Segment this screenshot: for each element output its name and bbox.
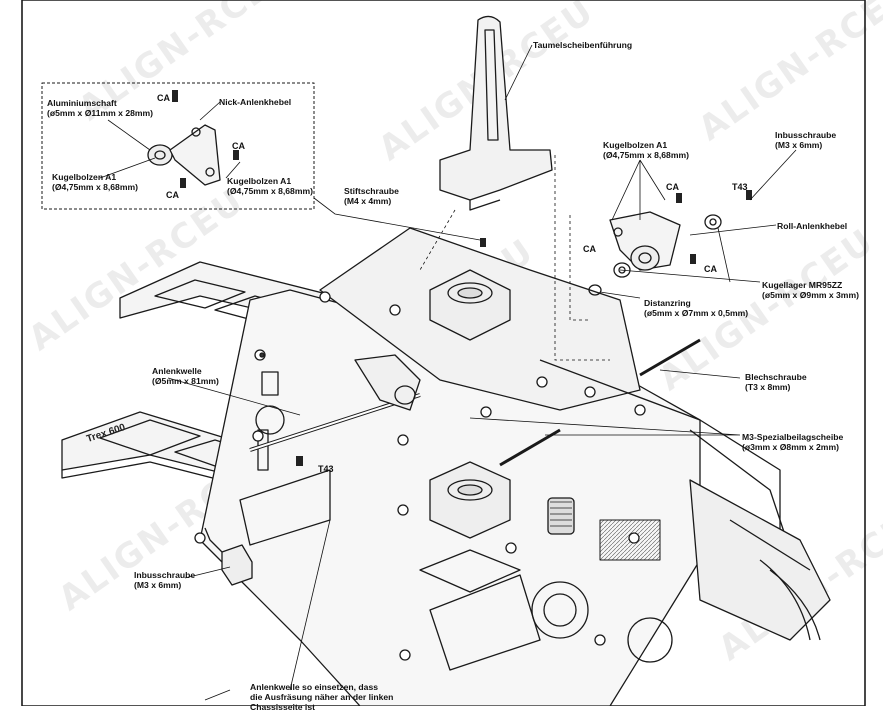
label-kugellager: Kugellager MR95ZZ (ø5mm x Ø9mm x 3mm): [762, 280, 859, 300]
label-spec: (M4 x 4mm): [344, 196, 392, 206]
ca-marker: CA: [704, 264, 717, 274]
roll-lever: [609, 211, 681, 271]
t43-marker: T43: [732, 182, 748, 192]
ball-bearings: [613, 214, 722, 278]
dashed-guides: [419, 155, 610, 361]
label-name: Blechschraube: [745, 372, 807, 382]
note-line: die Ausfräsung näher an der linken: [250, 692, 394, 702]
label-blechschraube: Blechschraube (T3 x 8mm): [745, 372, 807, 392]
label-spec: (Ø4,75mm x 8,68mm): [52, 182, 138, 192]
label-name: Kugelbolzen A1: [603, 140, 668, 150]
pinion-gear: [547, 497, 575, 535]
leader-lines: [99, 44, 797, 701]
label-aluminiumschaft: Aluminiumschaft (ø5mm x Ø11mm x 28mm): [47, 98, 153, 118]
ca-marker: CA: [583, 244, 596, 254]
tail-boom-section: [689, 479, 831, 641]
detail-box: [41, 82, 315, 210]
screws: [172, 90, 752, 466]
bearing-block-lower: [429, 461, 511, 539]
note-line: Anlenkwelle so einsetzen, dass: [250, 682, 378, 692]
label-spec: (Ø4,75mm x 8,68mm): [227, 186, 313, 196]
ca-marker: CA: [157, 93, 170, 103]
label-spec: (M3 x 6mm): [134, 580, 182, 590]
nick-lever-installed: [354, 354, 421, 411]
ca-marker: CA: [166, 190, 179, 200]
label-spec: (ø5mm x Ø9mm x 3mm): [762, 290, 859, 300]
nick-lever-inset: [147, 124, 221, 186]
label-name: Kugelbolzen A1: [52, 172, 117, 182]
linkage-shaft-right: [499, 338, 701, 467]
label-kugelbolzen-left-a: Kugelbolzen A1 (Ø4,75mm x 8,68mm): [52, 172, 138, 192]
label-distanzring: Distanzring (ø5mm x Ø7mm x 0,5mm): [644, 298, 748, 318]
spacer-ring: [588, 284, 602, 296]
swashplate-guide: [439, 15, 553, 211]
label-name: Aluminiumschaft: [47, 98, 117, 108]
bearing-block-upper: [429, 269, 511, 341]
assembly-note: Anlenkwelle so einsetzen, dass die Ausfr…: [250, 682, 393, 712]
label-spec: (ø5mm x Ø7mm x 0,5mm): [644, 308, 749, 318]
label-spec: (ø5mm x Ø11mm x 28mm): [47, 108, 154, 118]
label-name: Inbusschraube: [134, 570, 196, 580]
label-name: Stiftschraube: [344, 186, 399, 196]
label-name: Kugelbolzen A1: [227, 176, 292, 186]
label-name: Kugellager MR95ZZ: [762, 280, 843, 290]
label-kugelbolzen-right: Kugelbolzen A1 (Ø4,75mm x 8,68mm): [603, 140, 689, 160]
label-inbusschraube-top: Inbusschraube (M3 x 6mm): [775, 130, 836, 150]
label-m3-spezialbeilagscheibe: M3-Spezialbeilagscheibe (ø3mm x Ø8mm x 2…: [742, 432, 843, 452]
label-name: Anlenkwelle: [152, 366, 202, 376]
label-name: M3-Spezialbeilagscheibe: [742, 432, 844, 442]
label-roll-anlenkhebel: Roll-Anlenkhebel: [777, 221, 848, 231]
frame-fasteners: [194, 291, 646, 661]
label-spec: (ø3mm x Ø8mm x 2mm): [742, 442, 839, 452]
ca-marker: CA: [232, 141, 245, 151]
mount-block: [221, 544, 253, 586]
label-spec: (Ø5mm x 81mm): [152, 376, 219, 386]
label-name: Inbusschraube: [775, 130, 837, 140]
label-spec: (T3 x 8mm): [745, 382, 791, 392]
label-anlenkwelle: Anlenkwelle (Ø5mm x 81mm): [152, 366, 219, 386]
t43-marker: T43: [318, 464, 334, 474]
label-inbusschraube-bottom: Inbusschraube (M3 x 6mm): [134, 570, 195, 590]
page-border: [21, 0, 866, 706]
label-nick-anlenkhebel: Nick-Anlenkhebel: [219, 97, 292, 107]
label-name: Distanzring: [644, 298, 691, 308]
label-taumelscheibenfuehrung: Taumelscheibenführung: [533, 40, 633, 50]
label-kugelbolzen-left-b: Kugelbolzen A1 (Ø4,75mm x 8,68mm): [227, 176, 313, 196]
ca-marker: CA: [666, 182, 679, 192]
label-spec: (M3 x 6mm): [775, 140, 823, 150]
label-stiftschraube: Stiftschraube (M4 x 4mm): [344, 186, 399, 206]
label-spec: (Ø4,75mm x 8,68mm): [603, 150, 689, 160]
note-line: Chassisseite ist: [250, 702, 315, 712]
